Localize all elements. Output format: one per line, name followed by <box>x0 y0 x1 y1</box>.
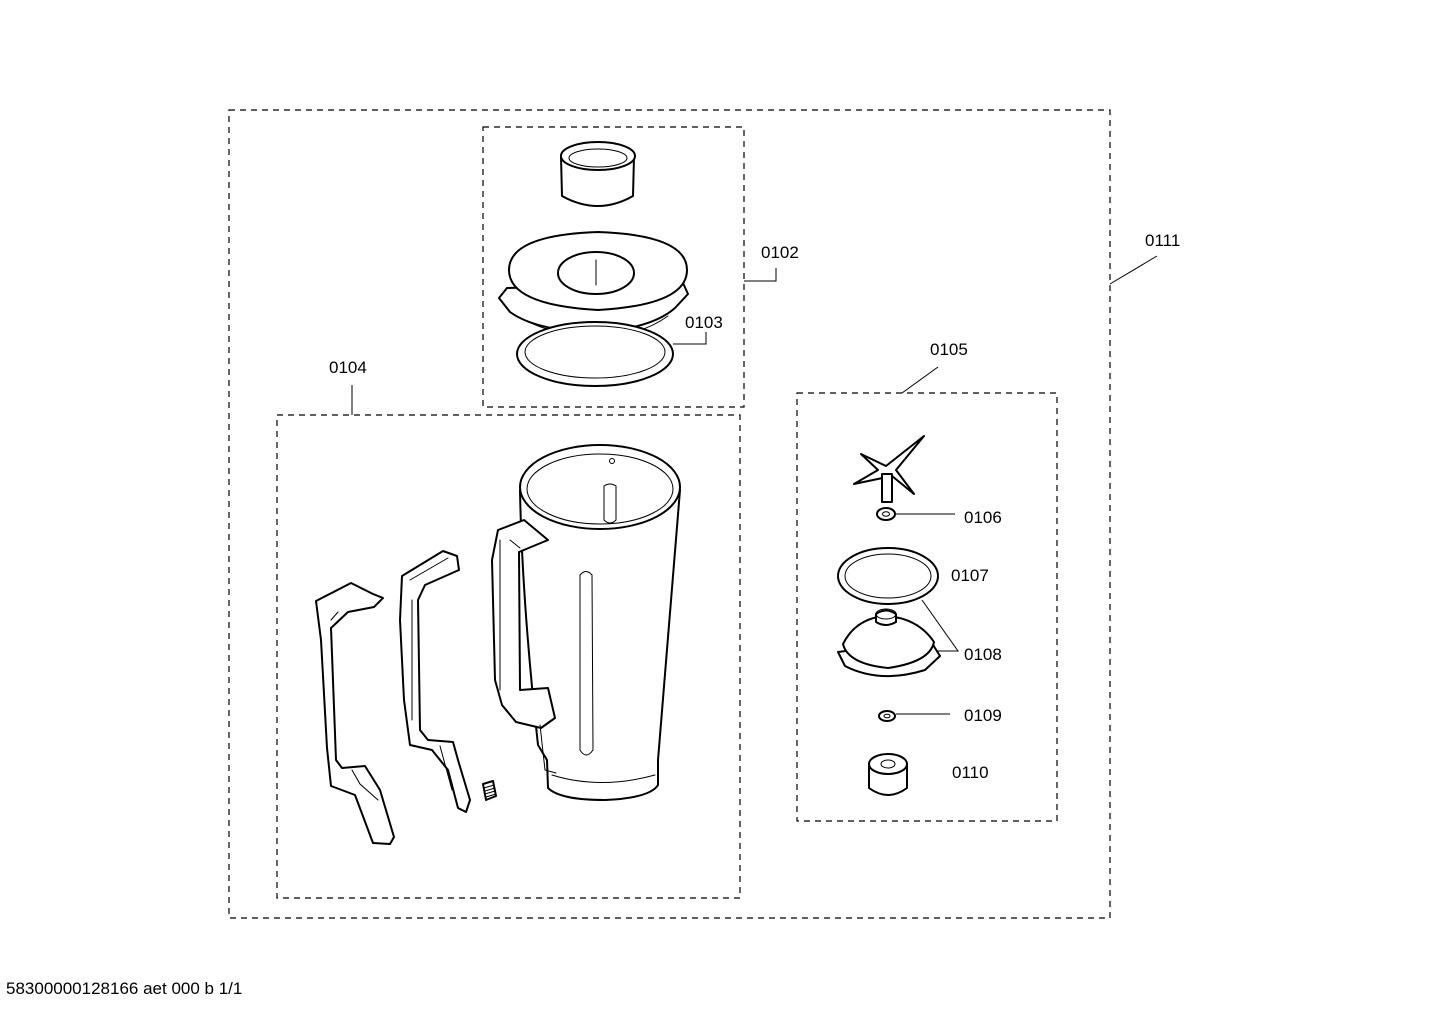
lid-seal-ring-part <box>516 321 674 387</box>
leader-0105 <box>901 366 939 394</box>
leader-0111 <box>1109 255 1158 285</box>
group-box-0102 <box>482 126 745 408</box>
label-0102: 0102 <box>761 243 799 262</box>
label-0105: 0105 <box>930 340 968 359</box>
group-box-0111 <box>228 109 1111 919</box>
leader-lines <box>351 255 1158 715</box>
blade-carrier-0108-part <box>837 608 941 678</box>
leader-0102 <box>744 268 777 282</box>
handle-frame-part <box>399 550 471 813</box>
group-box-0105 <box>796 392 1058 822</box>
label-0108: 0108 <box>964 645 1002 664</box>
label-0107: 0107 <box>951 566 989 585</box>
lid-part <box>498 231 689 338</box>
label-0110: 0110 <box>952 763 989 782</box>
label-0104: 0104 <box>329 358 367 377</box>
label-0106: 0106 <box>964 508 1002 527</box>
washer-0109-part <box>878 710 896 722</box>
label-0109: 0109 <box>964 706 1002 725</box>
measuring-cap-part <box>560 141 636 207</box>
blade-assembly-part <box>853 435 925 503</box>
group-box-0104 <box>276 414 741 899</box>
label-0111: 0111 <box>1145 231 1180 250</box>
handle-cover-part <box>315 582 395 845</box>
blender-jug-part <box>491 444 681 801</box>
document-id-footer: 58300000128166 aet 000 b 1/1 <box>6 979 243 998</box>
coupling-0110-part <box>868 753 908 796</box>
spring-part <box>482 780 497 801</box>
seal-ring-0107-part <box>837 547 939 605</box>
washer-0106-part <box>876 507 896 521</box>
leader-0108 <box>921 599 959 652</box>
label-0103: 0103 <box>685 313 723 332</box>
leader-0103 <box>673 332 707 345</box>
